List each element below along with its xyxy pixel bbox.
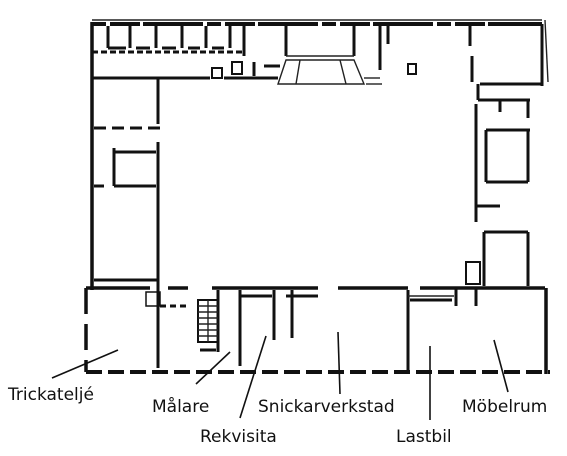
- south-wing: [84, 286, 550, 374]
- leader-mobelrum: [493, 339, 509, 393]
- stair: [197, 299, 219, 343]
- room-label-lastbil: Lastbil: [396, 427, 452, 447]
- leader-trickatelje: [51, 349, 119, 379]
- leader-rekvisita: [239, 335, 267, 419]
- west-wing: [90, 22, 160, 290]
- room-label-malare: Målare: [152, 396, 209, 417]
- room-label-trickatelje: Trickateljé: [7, 385, 94, 405]
- leader-lines: [51, 331, 509, 420]
- room-labels: Trickateljé Målare Rekvisita Snickarverk…: [7, 385, 547, 447]
- leader-malare: [195, 351, 231, 385]
- east-wing: [465, 84, 530, 286]
- leader-snickarverkstad: [337, 331, 341, 395]
- room-label-mobelrum: Möbelrum: [462, 397, 547, 417]
- room-label-snickarverkstad: Snickarverkstad: [258, 397, 395, 417]
- north-wing: [92, 19, 549, 86]
- room-label-rekvisita: Rekvisita: [200, 427, 277, 447]
